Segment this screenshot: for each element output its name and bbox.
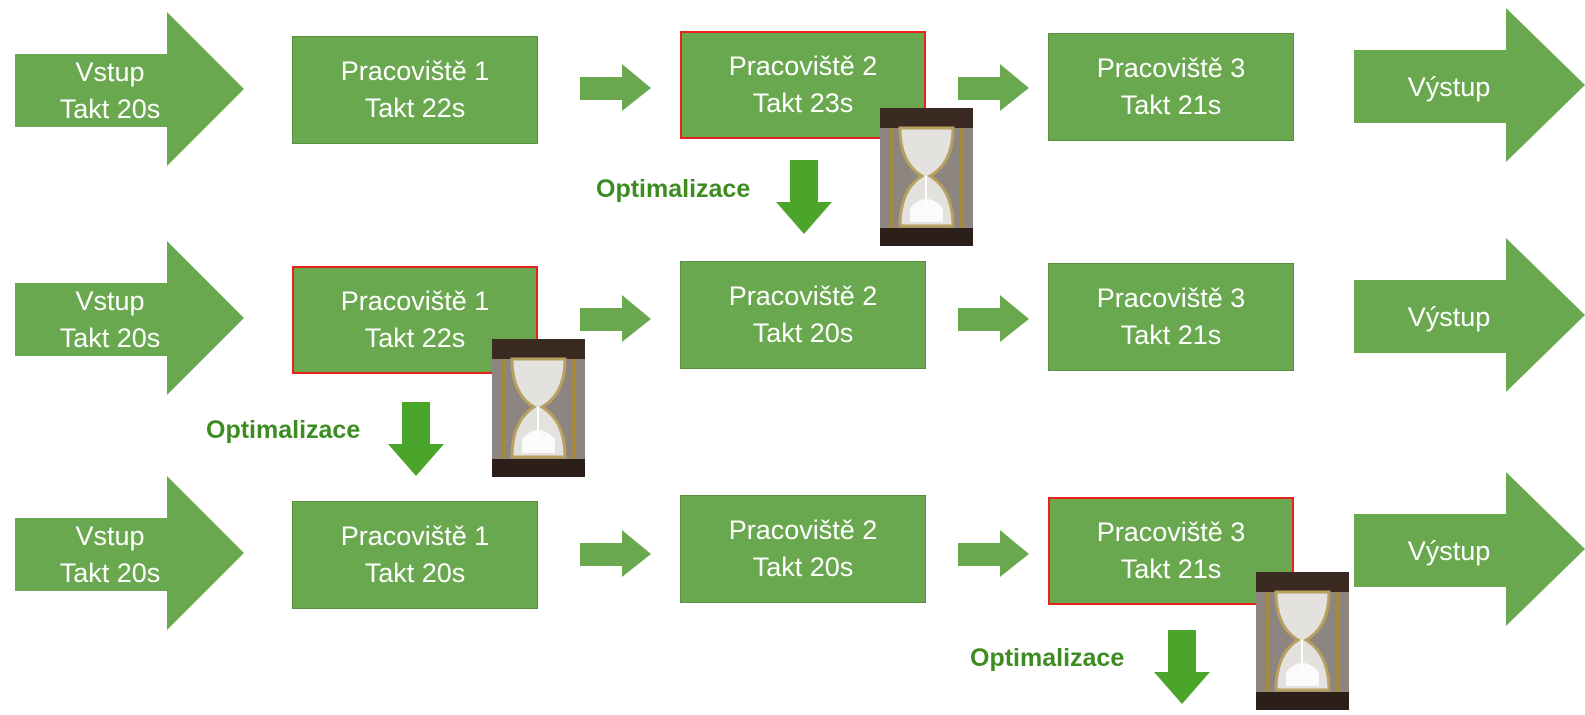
station-3-row3: Pracoviště 3 Takt 21s [1048, 497, 1294, 605]
input-label-line1: Vstup [75, 57, 145, 87]
hourglass-icon [1256, 572, 1349, 710]
arrow-down-icon [1154, 630, 1210, 704]
flow-arrow-row3-a [580, 530, 652, 578]
input-label-row1: Vstup Takt 20s [15, 54, 205, 128]
input-arrow-row3 [15, 476, 245, 631]
flow-arrow-row3-b [958, 530, 1030, 578]
input-label-row2: Vstup Takt 20s [59, 286, 161, 353]
station-name: Pracoviště 1 [340, 56, 490, 86]
output-label-row3: Výstup [1407, 535, 1491, 566]
arrow-down-icon [776, 160, 832, 234]
flow-arrow-row1-a [580, 64, 652, 112]
output-arrow-row3 [1354, 472, 1585, 627]
station-2-row2: Pracoviště 2 Takt 20s [680, 261, 926, 369]
station-takt: Takt 23s [752, 88, 854, 118]
hourglass-icon [492, 339, 585, 477]
input-label-line2: Takt 20s [59, 94, 161, 124]
station-name: Pracoviště 3 [1096, 53, 1246, 83]
optimization-label-row1: Optimalizace [596, 175, 751, 203]
station-takt: Takt 21s [1120, 90, 1222, 120]
output-arrow-row1 [1354, 8, 1585, 163]
station-1-row1: Pracoviště 1 Takt 22s [292, 36, 538, 144]
station-name: Pracoviště 2 [728, 51, 878, 81]
flow-arrow-row1-b [958, 64, 1030, 112]
output-label-row1: Výstup [1407, 71, 1491, 102]
station-3-row2: Pracoviště 3 Takt 21s [1048, 263, 1294, 371]
arrow-down-icon [388, 402, 444, 476]
input-arrow-row1 [15, 12, 245, 167]
input-label-row3: Vstup Takt 20s [59, 521, 161, 588]
input-arrow-row2 [15, 241, 245, 396]
optimization-label-row2: Optimalizace [206, 416, 361, 444]
output-arrow-row2 [1354, 238, 1585, 393]
station-2-row3: Pracoviště 2 Takt 20s [680, 495, 926, 603]
hourglass-icon [880, 108, 973, 246]
flow-arrow-row2-b [958, 295, 1030, 343]
output-label-row2: Výstup [1407, 301, 1491, 332]
optimization-label-row3: Optimalizace [970, 644, 1125, 672]
flow-arrow-row2-a [580, 295, 652, 343]
station-takt: Takt 22s [364, 93, 466, 123]
station-1-row3: Pracoviště 1 Takt 20s [292, 501, 538, 609]
station-1-row2: Pracoviště 1 Takt 22s [292, 266, 538, 374]
station-3-row1: Pracoviště 3 Takt 21s [1048, 33, 1294, 141]
